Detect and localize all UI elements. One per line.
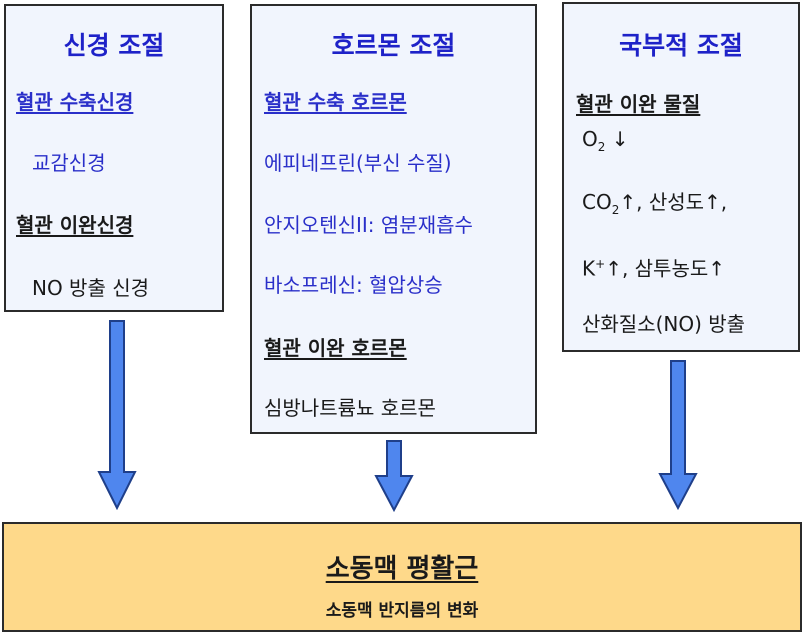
nitric-oxide-item: 산화질소(NO) 방출 [582, 312, 746, 336]
vasoconstrictor-nerve-heading: 혈관 수축신경 [16, 90, 134, 114]
neural-down-arrow [97, 320, 137, 510]
neural-title: 신경 조절 [63, 31, 165, 60]
hormonal-down-arrow [374, 440, 414, 512]
arteriole-radius-change-subtitle: 소동맥 반지름의 변화 [325, 601, 479, 621]
arteriole-smooth-muscle-title: 소동맥 평활근 [325, 554, 479, 584]
anp-hormone-item: 심방나트륨뇨 호르몬 [264, 396, 436, 420]
co2-acidity-text: ↑, 산성도↑, [619, 190, 728, 214]
sympathetic-nerve-item: 교감신경 [32, 151, 106, 175]
local-title: 국부적 조절 [619, 31, 743, 60]
vasodilator-substance-heading: 혈관 이완 물질 [576, 92, 701, 116]
hormone-item: 에피네프린(부신 수질) [264, 151, 452, 175]
hormonal-title: 호르몬 조절 [331, 31, 456, 60]
co2-symbol: CO [582, 190, 612, 214]
vasodilator-hormone-heading: 혈관 이완 호르몬 [264, 336, 407, 360]
hormone-item: 바소프레신: 혈압상승 [264, 273, 443, 297]
oxygen-symbol: O [582, 127, 598, 151]
no-releasing-nerve-item: NO 방출 신경 [32, 276, 150, 300]
potassium-symbol: K [582, 256, 596, 281]
vasodilator-nerve-heading: 혈관 이완신경 [16, 213, 134, 237]
hormonal-regulation-box: 호르몬 조절 혈관 수축 호르몬 에피네프린(부신 수질) 안지오텐신II: 염… [250, 4, 537, 434]
local-regulation-box: 국부적 조절 혈관 이완 물질 O2 ↓ CO2↑, 산성도↑, K+↑, 삼투… [562, 2, 800, 352]
co2-acidity-item: CO2↑, 산성도↑, [582, 190, 727, 222]
potassium-osmolarity-text: ↑, 삼투농도↑ [605, 256, 726, 281]
neural-regulation-box: 신경 조절 혈관 수축신경 교감신경 혈관 이완신경 NO 방출 신경 [4, 4, 224, 312]
potassium-osmolarity-item: K+↑, 삼투농도↑ [582, 252, 725, 281]
hormone-item: 안지오텐신II: 염분재흡수 [264, 213, 473, 237]
oxygen-item: O2 ↓ [582, 127, 629, 159]
vasoconstrictor-hormone-heading: 혈관 수축 호르몬 [264, 90, 407, 114]
co2-subscript: 2 [611, 203, 620, 217]
potassium-superscript: + [595, 257, 606, 271]
oxygen-subscript: 2 [597, 140, 606, 154]
arteriole-smooth-muscle-box: 소동맥 평활근 소동맥 반지름의 변화 [2, 522, 802, 632]
oxygen-down-arrow: ↓ [611, 127, 629, 151]
local-down-arrow [658, 360, 698, 510]
